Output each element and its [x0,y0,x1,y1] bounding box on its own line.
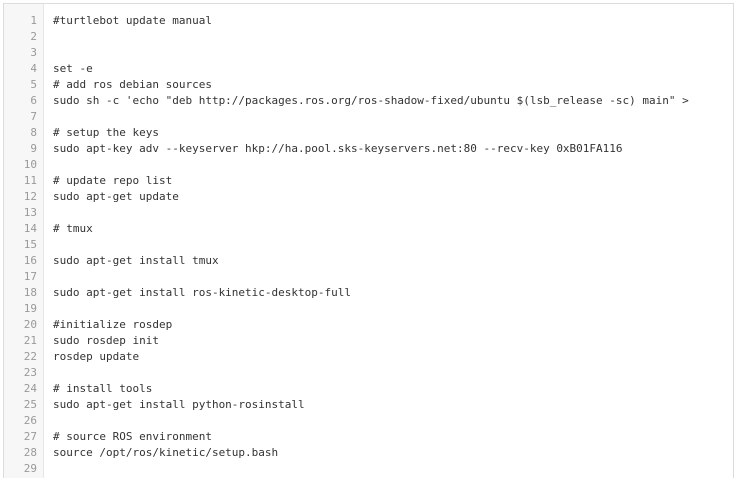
code-line[interactable]: 8 # setup the keys [4,125,733,141]
line-number: 9 [30,142,37,155]
line-number: 14 [23,222,37,235]
code-line[interactable]: 14 # tmux [4,221,733,237]
code-line[interactable]: 24 # install tools [4,381,733,397]
line-number: 3 [30,46,37,59]
code-line[interactable]: 23 [4,365,733,381]
line-number: 20 [23,318,37,331]
line-text[interactable]: sudo apt-key adv --keyserver hkp://ha.po… [53,142,623,155]
line-number: 18 [23,286,37,299]
code-line[interactable]: 2 [4,29,733,45]
line-number: 29 [23,462,37,475]
line-number: 1 [30,14,37,27]
code-line[interactable]: 7 [4,109,733,125]
code-line[interactable]: 26 [4,413,733,429]
line-text[interactable]: # update repo list [53,174,173,187]
code-line[interactable]: 1 #turtlebot update manual [4,13,733,29]
line-number: 10 [23,158,37,171]
line-text[interactable]: sudo sh -c 'echo "deb http://packages.ro… [53,94,689,107]
line-number: 4 [30,62,37,75]
line-text[interactable]: sudo apt-get install ros-kinetic-desktop… [53,286,352,299]
line-number: 8 [30,126,37,139]
line-number: 16 [23,254,37,267]
line-text[interactable]: rosdep update [53,350,140,363]
line-text[interactable]: #initialize rosdep [53,318,173,331]
code-line[interactable]: 5 # add ros debian sources [4,77,733,93]
code-line[interactable]: 10 [4,157,733,173]
code-line[interactable]: 27 # source ROS environment [4,429,733,445]
line-text[interactable]: sudo rosdep init [53,334,159,347]
code-line[interactable]: 22 rosdep update [4,349,733,365]
code-line[interactable]: 9 sudo apt-key adv --keyserver hkp://ha.p… [4,141,733,157]
code-line[interactable]: 29 [4,461,733,477]
line-number: 21 [23,334,37,347]
line-number: 28 [23,446,37,459]
line-text[interactable]: # install tools [53,382,153,395]
line-text[interactable]: #turtlebot update manual [53,14,212,27]
line-text[interactable]: # add ros debian sources [53,78,212,91]
line-number: 23 [23,366,37,379]
line-text[interactable]: sudo apt-get install python-rosinstall [53,398,305,411]
line-number: 11 [23,174,37,187]
line-number: 19 [23,302,37,315]
line-number-gutter [4,4,44,478]
line-text[interactable]: source /opt/ros/kinetic/setup.bash [53,446,279,459]
code-line[interactable]: 19 [4,301,733,317]
line-number: 17 [23,270,37,283]
line-text[interactable]: sudo apt-get update [53,190,179,203]
line-number: 27 [23,430,37,443]
code-line[interactable]: 18 sudo apt-get install ros-kinetic-deskt… [4,285,733,301]
code-line[interactable]: 12 sudo apt-get update [4,189,733,205]
code-line[interactable]: 28 source /opt/ros/kinetic/setup.bash [4,445,733,461]
code-line[interactable]: 6 sudo sh -c 'echo "deb http://packages.r… [4,93,733,109]
line-number: 13 [23,206,37,219]
code-line[interactable]: 25 sudo apt-get install python-rosinstall [4,397,733,413]
code-line[interactable]: 20 #initialize rosdep [4,317,733,333]
line-number: 22 [23,350,37,363]
line-number: 5 [30,78,37,91]
line-text[interactable]: # tmux [53,222,93,235]
line-number: 2 [30,30,37,43]
line-number: 6 [30,94,37,107]
code-line[interactable]: 13 [4,205,733,221]
line-text[interactable]: # setup the keys [53,126,159,139]
line-text[interactable]: # source ROS environment [53,430,212,443]
line-number: 12 [23,190,37,203]
code-line[interactable]: 4 set -e [4,61,733,77]
line-number: 7 [30,110,37,123]
line-text[interactable]: sudo apt-get install tmux [53,254,219,267]
code-line[interactable]: 11 # update repo list [4,173,733,189]
code-line[interactable]: 3 [4,45,733,61]
line-number: 24 [23,382,37,395]
code-line[interactable]: 16 sudo apt-get install tmux [4,253,733,269]
code-line[interactable]: 15 [4,237,733,253]
code-line[interactable]: 17 [4,269,733,285]
line-number: 15 [23,238,37,251]
code-line[interactable]: 21 sudo rosdep init [4,333,733,349]
line-text[interactable]: set -e [53,62,93,75]
line-number: 26 [23,414,37,427]
line-number: 25 [23,398,37,411]
